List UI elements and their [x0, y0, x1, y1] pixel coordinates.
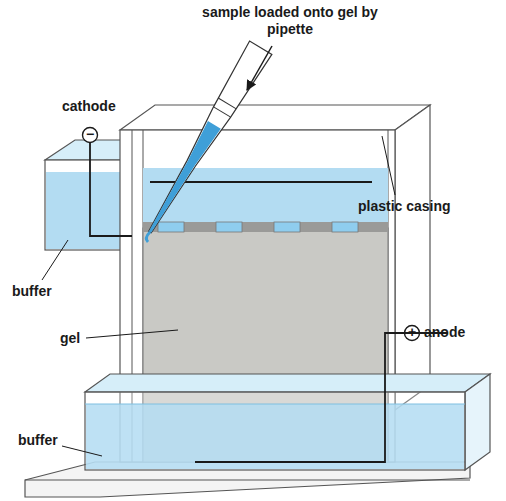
polarity-sign: + — [405, 324, 419, 341]
anode-wire — [195, 333, 448, 462]
gel-comb — [143, 222, 388, 232]
leader-line — [42, 240, 68, 280]
pipette-ridge — [214, 107, 231, 117]
pipette-caption: sample loaded onto gel by pipette — [190, 4, 390, 38]
sample-wells — [158, 222, 358, 232]
casing-side — [395, 105, 430, 410]
cathode-label: cathode — [62, 98, 116, 115]
lower-buffer — [86, 404, 464, 469]
casing-top — [120, 105, 430, 130]
sample-drop — [146, 232, 150, 242]
pointer-arrow — [247, 46, 272, 90]
lower-tank-top — [85, 374, 490, 392]
pipette-tip — [139, 41, 272, 239]
base-edge — [25, 480, 470, 481]
pipette-ridge — [218, 98, 236, 109]
leader-line — [62, 446, 102, 456]
buffer-surface — [85, 404, 465, 405]
sample-well — [332, 222, 358, 232]
pipette-sample — [144, 121, 221, 236]
part-label: buffer — [12, 283, 52, 300]
leader-line — [382, 136, 395, 195]
lower-tank-wall — [85, 392, 465, 470]
lower-tank-side — [465, 374, 490, 470]
upper-buffer — [46, 172, 124, 249]
sample-well — [158, 222, 184, 232]
sample-well — [274, 222, 300, 232]
leader-line — [86, 330, 178, 338]
pipette — [139, 41, 272, 239]
cathode-wire — [90, 143, 132, 236]
part-label: plastic casing — [358, 198, 451, 215]
part-label: buffer — [18, 432, 58, 449]
anode-label: anode — [424, 324, 465, 341]
polarity-sign: − — [83, 126, 97, 143]
part-label: gel — [60, 330, 80, 347]
sample-well — [216, 222, 242, 232]
